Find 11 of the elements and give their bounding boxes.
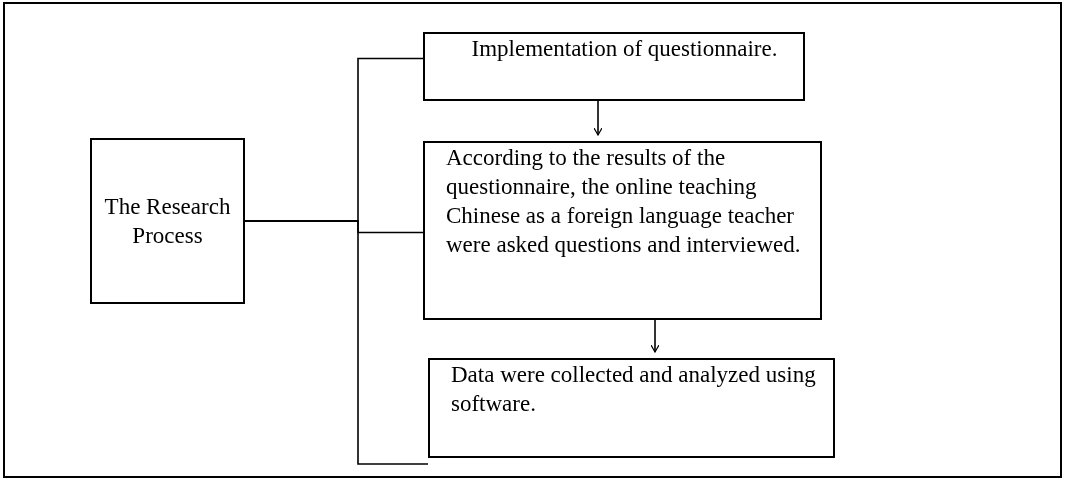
process-box <box>428 358 835 458</box>
process-box <box>423 32 805 101</box>
arrow <box>593 100 603 136</box>
arrow <box>650 319 660 353</box>
box-text: Data were collected and analyzed using software. <box>451 361 817 418</box>
connector-line <box>244 220 429 465</box>
box-text: Implementation of questionnaire. <box>471 35 778 63</box>
process-box <box>90 138 245 304</box>
box-text: The Research Process <box>103 193 232 250</box>
box-text: According to the results of the questionnaire, the online teaching Chinese as a foreign language teacher were asked questions and interviewed. <box>446 144 802 259</box>
process-box <box>423 141 822 320</box>
